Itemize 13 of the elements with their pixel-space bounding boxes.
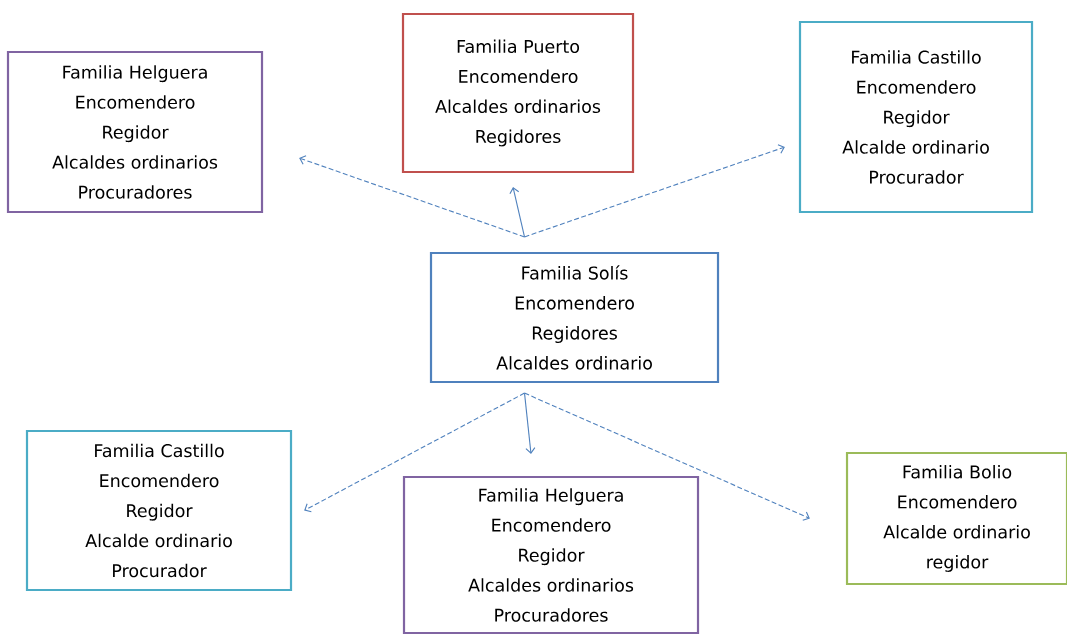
family-box: Familia Puerto Encomendero Alcaldes ordinarios Regidores bbox=[401, 12, 635, 174]
family-box: Familia Castillo Encomendero Regidor Alcalde ordinario Procurador bbox=[25, 429, 293, 592]
arrow bbox=[299, 155, 526, 238]
arrow bbox=[523, 144, 785, 238]
arrow bbox=[523, 392, 810, 521]
family-box: Familia Solís Encomendero Regidores Alcaldes ordinario bbox=[429, 251, 720, 384]
family-box: Familia Helguera Encomendero Regidor Alcaldes ordinarios Procuradores bbox=[6, 50, 264, 214]
family-box: Familia Helguera Encomendero Regidor Alcaldes ordinarios Procuradores bbox=[402, 475, 700, 635]
arrow bbox=[509, 187, 526, 238]
arrow bbox=[304, 392, 526, 513]
arrow bbox=[523, 392, 536, 454]
family-box: Familia Castillo Encomendero Regidor Alcalde ordinario Procurador bbox=[798, 20, 1034, 214]
family-box: Familia Bolio Encomendero Alcalde ordinario regidor bbox=[845, 451, 1067, 586]
